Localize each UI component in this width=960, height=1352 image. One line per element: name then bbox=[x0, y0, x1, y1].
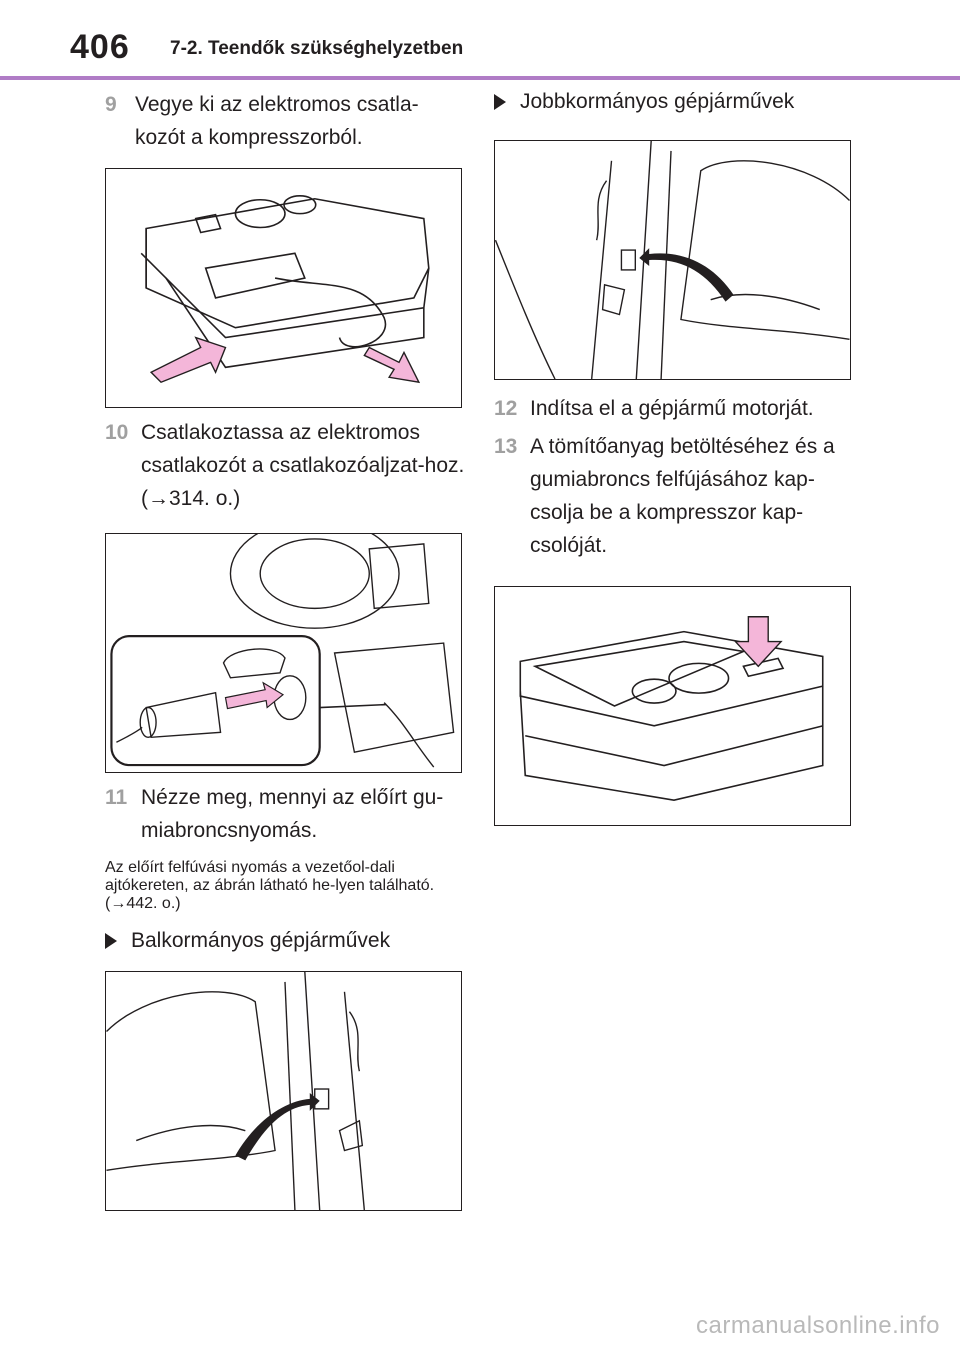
figure-socket-connection bbox=[105, 533, 462, 773]
step-11: 11 Nézze meg, mennyi az előírt gu-miabro… bbox=[105, 781, 465, 847]
step-13: 13 A tömítőanyag betöltéséhez és a gumia… bbox=[494, 430, 854, 562]
step-number: 13 bbox=[494, 435, 518, 458]
figure-compressor-unplug bbox=[105, 168, 462, 408]
subheading-text: Balkormányos gépjárművek bbox=[131, 929, 391, 952]
compressor-unplug-illustration bbox=[140, 194, 430, 384]
section-title: 7-2. Teendők szükséghelyzetben bbox=[170, 38, 464, 59]
step-12: 12 Indítsa el a gépjármű motorját. bbox=[494, 392, 854, 425]
step-number: 9 bbox=[105, 93, 117, 116]
step-text: Csatlakoztassa az elektromos csatlakozót… bbox=[141, 421, 465, 510]
figure-lhd-door-label bbox=[105, 971, 462, 1211]
step-number: 12 bbox=[494, 397, 518, 420]
page-number: 406 bbox=[70, 28, 130, 66]
step-text: A tömítőanyag betöltéséhez és a gumiabro… bbox=[530, 435, 835, 557]
step-text: Vegye ki az elektromos csatla-kozót a ko… bbox=[135, 93, 419, 149]
step-number: 10 bbox=[105, 421, 129, 444]
step-number: 11 bbox=[105, 786, 128, 809]
triangle-bullet-icon bbox=[494, 94, 506, 110]
compressor-switch-illustration bbox=[519, 616, 824, 802]
socket-connection-illustration bbox=[110, 534, 455, 768]
header-divider bbox=[0, 76, 960, 80]
left-column: 9 Vegye ki az elektromos csatla-kozót a … bbox=[105, 88, 465, 1211]
triangle-bullet-icon bbox=[105, 933, 117, 949]
step-10: 10 Csatlakoztassa az elektromos csatlako… bbox=[105, 416, 465, 515]
figure-rhd-door-label bbox=[494, 140, 851, 380]
figure-compressor-switch bbox=[494, 586, 851, 826]
watermark: carmanualsonline.info bbox=[696, 1312, 940, 1339]
step-9: 9 Vegye ki az elektromos csatla-kozót a … bbox=[105, 88, 465, 154]
subheading-rhd: Jobbkormányos gépjárművek bbox=[494, 90, 854, 114]
subheading-text: Jobbkormányos gépjárművek bbox=[520, 90, 795, 113]
step-text: Nézze meg, mennyi az előírt gu-miabroncs… bbox=[141, 786, 444, 842]
pressure-note: Az előírt felfúvási nyomás a vezetőol-da… bbox=[105, 859, 435, 912]
lhd-door-label-illustration bbox=[106, 972, 366, 1210]
page-header: 406 7-2. Teendők szükséghelyzetben bbox=[0, 0, 960, 80]
subheading-lhd: Balkormányos gépjárművek bbox=[105, 929, 465, 953]
right-column: Jobbkormányos gépjárművek 12 Indítsa el … bbox=[494, 88, 854, 826]
step-text: Indítsa el a gépjármű motorját. bbox=[530, 397, 814, 420]
rhd-door-label-illustration bbox=[495, 141, 850, 379]
